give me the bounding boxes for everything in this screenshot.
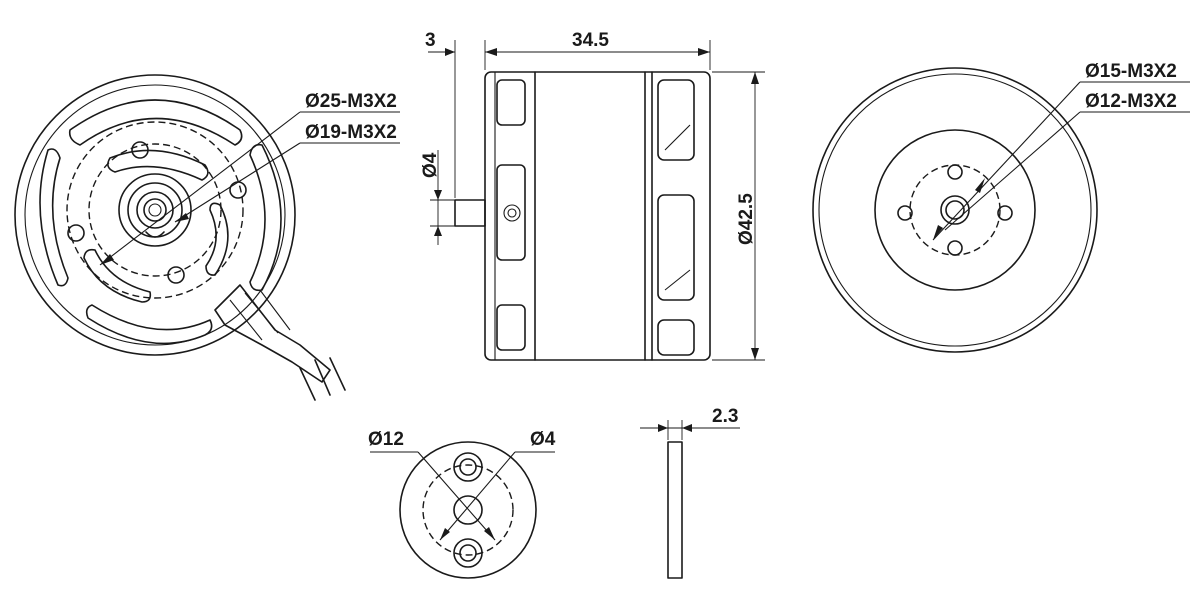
dim-shaft-diameter: Ø4 [420,152,441,178]
adapter-view: Ø12 Ø4 [368,429,556,579]
rear-callout-outer: Ø25-M3X2 [305,91,397,112]
rear-slot-right [249,143,282,292]
rear-slot-bottom [85,304,213,345]
rear-slot-top [68,99,243,146]
adapter-plate-side [667,441,683,579]
front-view: Ø15-M3X2 Ø12-M3X2 [812,61,1190,353]
dim-length: 34.5 [572,30,609,51]
dim-body-diameter: Ø42.5 [736,193,757,245]
adapter-disc-outline [399,441,537,579]
rear-callout-inner: Ø19-M3X2 [305,122,397,143]
rear-slot-left [39,148,69,287]
front-callout-outer: Ø15-M3X2 [1085,61,1177,82]
side-view: 3 34.5 Ø4 Ø42.5 [420,30,765,361]
dim-bolt-circle: Ø12 [368,429,404,450]
rear-view: Ø25-M3X2 Ø19-M3X2 [14,74,400,401]
motor-shaft [454,199,486,227]
motor-body-outline [484,71,711,361]
front-callout-inner: Ø12-M3X2 [1085,91,1177,112]
dim-bore: Ø4 [530,429,556,450]
dim-shaft-protrusion: 3 [425,30,436,51]
adapter-side-view: 2.3 [640,406,740,579]
rear-wire-bundle [214,284,331,383]
dim-thickness: 2.3 [712,406,738,427]
